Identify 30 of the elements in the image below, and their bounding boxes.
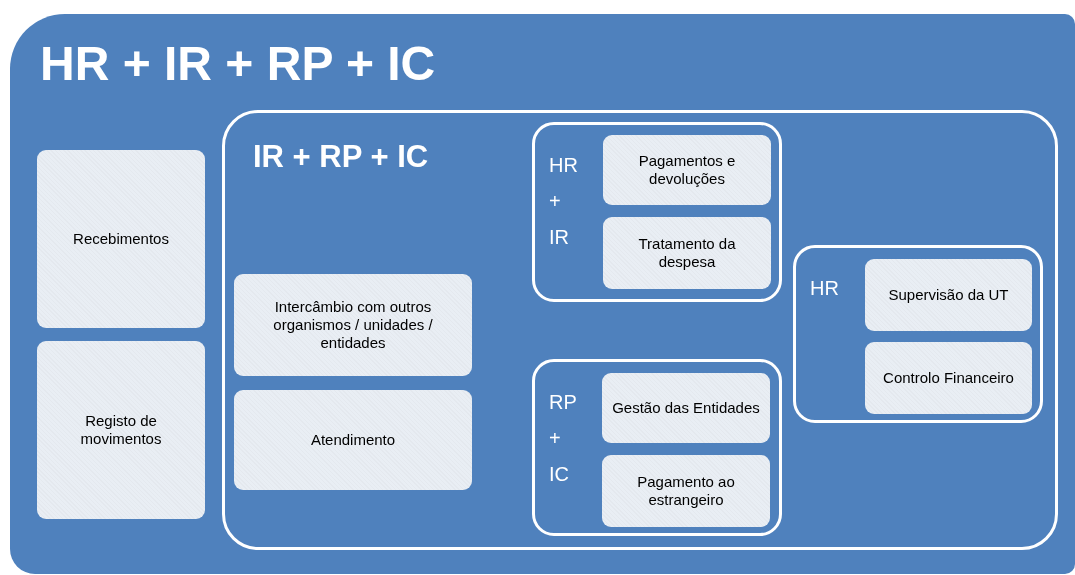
group-heading: RP + IC — [549, 390, 578, 487]
group-heading: HR + IR + RP + IC — [40, 36, 436, 91]
box-label: Tratamento da despesa — [637, 235, 737, 271]
box-label: Intercâmbio com outros organismos / unidades / entidades — [272, 298, 434, 352]
process-box — [37, 341, 205, 519]
box-label: Atendimento — [310, 431, 396, 449]
process-box — [234, 390, 472, 490]
box-label: Pagamento ao estrangeiro — [636, 473, 736, 509]
box-label: Supervisão da UT — [888, 286, 1009, 304]
box-label: Controlo Financeiro — [883, 369, 1014, 387]
outer-panel — [10, 14, 1075, 574]
group-heading: HR — [810, 276, 840, 301]
group-heading: IR + RP + IC — [253, 139, 429, 175]
box-label: Recebimentos — [73, 230, 169, 248]
group-panel — [532, 122, 782, 302]
group-panel — [532, 359, 782, 536]
process-box — [603, 135, 771, 205]
box-label: Registo de movimentos — [79, 412, 163, 448]
process-box — [865, 342, 1032, 414]
box-label: Gestão das Entidades — [612, 399, 760, 417]
process-box — [865, 259, 1032, 331]
group-heading: HR + IR — [549, 153, 579, 250]
group-panel — [793, 245, 1043, 423]
process-box — [602, 455, 770, 527]
process-box — [234, 274, 472, 376]
process-box — [37, 150, 205, 328]
process-box — [603, 217, 771, 289]
box-label: Pagamentos e devoluções — [637, 152, 737, 188]
group-panel — [222, 110, 1058, 550]
process-box — [602, 373, 770, 443]
